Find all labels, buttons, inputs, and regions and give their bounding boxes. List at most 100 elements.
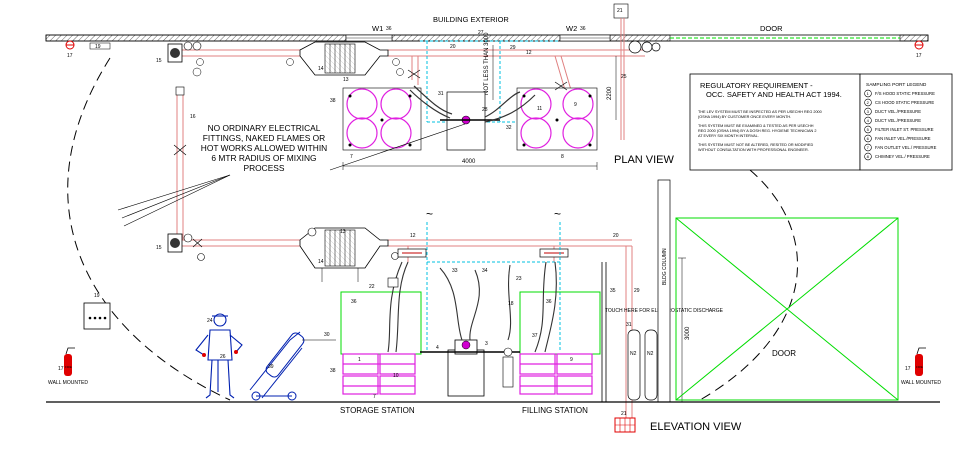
part-34: 34 xyxy=(482,268,488,274)
part-31-elev: 31 xyxy=(626,322,632,328)
part-28: 28 xyxy=(482,107,488,113)
door-label-top: DOOR xyxy=(760,24,783,33)
legend-port-5-icon xyxy=(864,125,872,134)
fe-text-left: FIRE xyxy=(65,365,72,369)
hoses-elev xyxy=(387,261,557,353)
part-39: 39 xyxy=(268,364,274,370)
legend-port-1-icon xyxy=(864,89,872,98)
part-8: 8 xyxy=(561,154,564,160)
part-17-bottom-left: 17 xyxy=(58,366,64,372)
legend-port-5-label: FILTER INLET ST. PRESSURE xyxy=(875,127,934,132)
part-16: 16 xyxy=(190,114,196,120)
door-elevation xyxy=(675,217,899,401)
part-38-top: 38 xyxy=(330,98,336,104)
filling-station-label: FILLING STATION xyxy=(522,406,588,415)
sampling-ports-plan xyxy=(192,58,404,77)
part-15-top: 15 xyxy=(156,58,162,64)
regulatory-p1-l2: (OSHA 1994) BY CUSTOMER ONCE EVERY MONTH… xyxy=(698,115,791,119)
part-1: 1 xyxy=(358,357,361,363)
dampers-plan xyxy=(173,69,568,156)
regulatory-p3-l1: THIS SYSTEM MUST NOT BE ALTERED, RESITED… xyxy=(698,143,813,147)
electrical-panel: 19 xyxy=(83,293,111,330)
part-14-bottom: 14 xyxy=(318,259,324,265)
gloves xyxy=(202,350,238,357)
legend-port-3-label: DUCT VEL./PRESSURE xyxy=(875,109,921,114)
cylinder-trolley xyxy=(249,331,305,401)
radius-arc-right xyxy=(699,169,798,401)
warning-note: NO ORDINARY ELECTRICAL FITTINGS, NAKED F… xyxy=(201,123,327,173)
legend-port-1-label: F/S HOOD STATIC PRESSURE xyxy=(875,91,935,96)
wall-mounted-right: WALL MOUNTED xyxy=(901,380,941,386)
part-33: 33 xyxy=(452,268,458,274)
cyan-dashed-elev xyxy=(426,222,561,350)
radius-arc-left xyxy=(67,57,231,401)
conduit-elev xyxy=(601,262,607,402)
part-10: 10 xyxy=(393,373,399,379)
legend-port-6-icon xyxy=(864,134,872,143)
hoods-elev xyxy=(397,248,569,258)
support-rods xyxy=(321,268,359,282)
tilde-right: ~ xyxy=(554,207,561,221)
legend-port-7-number: 7 xyxy=(867,145,870,150)
dimension-4000-label: 4000 xyxy=(462,159,476,165)
part-20-top: 20 xyxy=(450,44,456,50)
hose-reel xyxy=(387,277,399,288)
elevation-view-title: ELEVATION VIEW xyxy=(650,421,742,433)
part-17-bottom-right: 17 xyxy=(905,366,911,372)
part-29: 29 xyxy=(510,45,516,51)
filter-housing-plan: 14 13 xyxy=(299,41,389,83)
legend-port-7-icon xyxy=(864,143,872,152)
dimension-4000: 4000 xyxy=(342,159,598,170)
door-elevation-label: DOOR xyxy=(772,349,796,358)
part-26: 26 xyxy=(220,354,226,360)
part-17-top-left: 17 xyxy=(67,53,73,59)
legend-port-8-number: 8 xyxy=(867,154,870,159)
legend-port-1-number: 1 xyxy=(867,91,870,96)
wall-mounted-left: WALL MOUNTED xyxy=(48,380,88,386)
part-21-bottom: 21 xyxy=(621,411,627,417)
legend-port-5-number: 5 xyxy=(867,127,870,132)
legend-port-6-label: FAN INLET VEL./PRESSURE xyxy=(875,136,931,141)
storage-drums-elev xyxy=(342,353,416,395)
fire-extinguisher-left-icon: 17 FIRE xyxy=(58,347,75,376)
legend-port-3-number: 3 xyxy=(867,109,870,114)
warning-line-4: 6 MTR RADIUS OF MIXING xyxy=(211,153,316,163)
dimension-3000-label: 3000 xyxy=(685,326,691,340)
building-wall-top xyxy=(45,34,929,42)
dimension-3000: 3000 xyxy=(678,257,691,403)
part-36-right: 36 xyxy=(546,299,552,305)
chimney-base-elev: 21 xyxy=(614,411,636,433)
window-w1-label: W1 xyxy=(372,24,383,33)
legend-port-3-icon xyxy=(864,107,872,116)
exhaust-fan-plan: 15 xyxy=(156,41,202,64)
legend-port-4-icon xyxy=(864,116,872,125)
nitrogen-cylinders xyxy=(627,329,658,401)
part-9-bottom: 9 xyxy=(570,357,573,363)
warning-line-2: FITTINGS, NAKED FLAMES OR xyxy=(203,133,325,143)
legend-port-2-number: 2 xyxy=(867,100,870,105)
part-20-bottom: 20 xyxy=(613,233,619,239)
part-12-bottom: 12 xyxy=(410,233,416,239)
filling-drums-elev xyxy=(519,353,593,395)
part-18: 18 xyxy=(508,301,514,307)
building-column: BLDG COLUMN xyxy=(657,179,671,403)
warning-line-1: NO ORDINARY ELECTRICAL xyxy=(208,123,321,133)
not-less-than-label: NOT LESS THAN 3000 xyxy=(484,32,490,95)
part-35: 35 xyxy=(610,288,616,294)
part-12-top: 12 xyxy=(526,50,532,56)
fe-text-right: FIRE xyxy=(916,365,923,369)
part-22: 22 xyxy=(369,284,375,290)
part-29-bottom: 29 xyxy=(634,288,640,294)
mixer-plan: 28 32 xyxy=(440,91,512,151)
n2-label-a: N2 xyxy=(630,351,637,357)
part-3: 3 xyxy=(485,341,488,347)
part-37: 37 xyxy=(532,333,538,339)
filter-housing-elev: 14 13 xyxy=(299,227,399,269)
legend-port-2-label: CS HOOD STATIC PRESSURE xyxy=(875,100,934,105)
part-15-bottom: 15 xyxy=(156,245,162,251)
part-7-bottom: 7 xyxy=(373,394,376,400)
part-17-top-right: 17 xyxy=(916,53,922,59)
regulatory-title-2: OCC. SAFETY AND HEALTH ACT 1994. xyxy=(706,90,842,99)
worker-figure xyxy=(195,313,243,399)
